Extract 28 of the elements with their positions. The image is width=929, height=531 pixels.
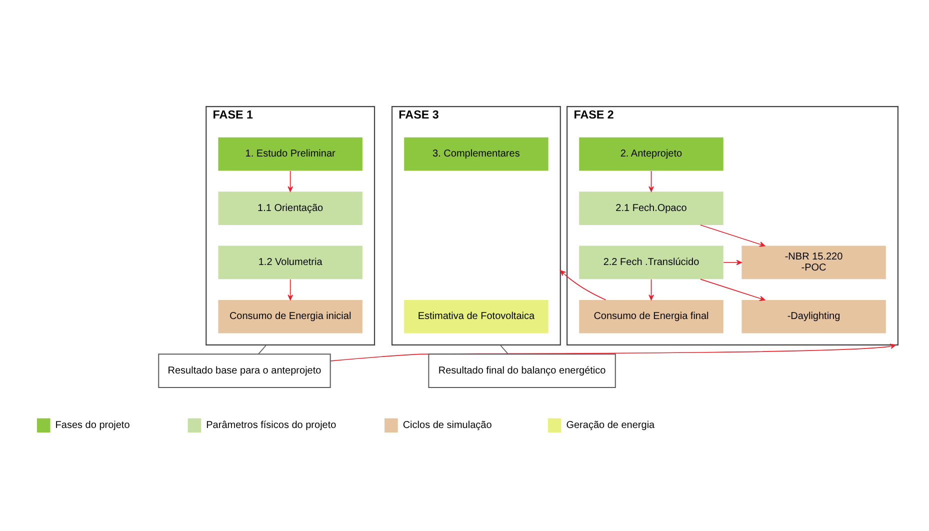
legend-label: Geração de energia bbox=[566, 420, 655, 431]
node-box: Resultado final do balanço energético bbox=[428, 354, 616, 388]
arrow bbox=[288, 170, 293, 192]
node-box: Consumo de Energia final bbox=[579, 300, 724, 334]
arrow bbox=[648, 278, 654, 300]
node-box: 3. Complementares bbox=[404, 137, 548, 171]
legend-label: Fases do projeto bbox=[55, 420, 130, 431]
arrow bbox=[700, 224, 766, 247]
arrow bbox=[560, 270, 606, 300]
arrow bbox=[648, 170, 654, 192]
node-box: 1.2 Volumetria bbox=[218, 246, 362, 280]
node-box: 2.2 Fech .Translúcido bbox=[579, 246, 724, 280]
node-box: -NBR 15.220 -POC bbox=[742, 246, 886, 280]
node-box: 1.1 Orientação bbox=[218, 192, 362, 225]
node-box: 1. Estudo Preliminar bbox=[218, 137, 362, 171]
legend-label: Parâmetros físicos do projeto bbox=[206, 420, 336, 431]
connector bbox=[500, 344, 509, 354]
arrow bbox=[700, 278, 766, 301]
arrow bbox=[288, 278, 293, 300]
connector bbox=[258, 344, 267, 354]
node-box: Estimativa de Fotovoltaica bbox=[404, 300, 548, 334]
node-box: -Daylighting bbox=[742, 300, 886, 334]
node-box: 2. Anteprojeto bbox=[579, 137, 724, 171]
node-box: Consumo de Energia inicial bbox=[218, 300, 362, 334]
node-box: Resultado base para o anteprojeto bbox=[158, 354, 331, 388]
node-box: 2.1 Fech.Opaco bbox=[579, 192, 724, 225]
arrow bbox=[723, 260, 742, 266]
legend-label: Ciclos de simulação bbox=[402, 420, 492, 431]
